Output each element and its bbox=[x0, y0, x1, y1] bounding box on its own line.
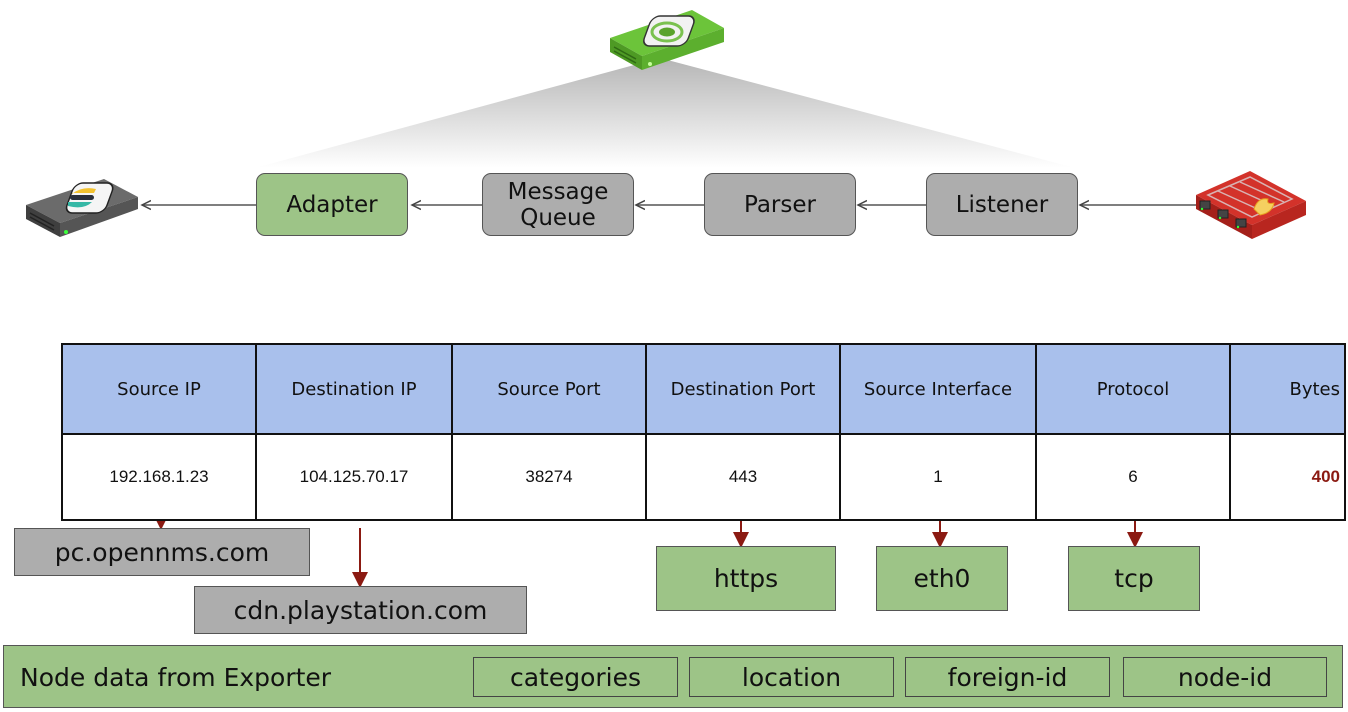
cell-source-port: 38274 bbox=[451, 433, 647, 521]
opennms-server-icon bbox=[610, 10, 724, 70]
cell-destination-port: 443 bbox=[645, 433, 841, 521]
node-field-foreign-id: foreign-id bbox=[905, 657, 1110, 697]
node-field-categories: categories bbox=[473, 657, 678, 697]
cell-source-ip: 192.168.1.23 bbox=[61, 433, 257, 521]
interface-name-label: eth0 bbox=[913, 564, 971, 593]
firewall-icon bbox=[1196, 171, 1306, 239]
stage-adapter-label: Adapter bbox=[286, 191, 378, 218]
stage-parser: Parser bbox=[704, 173, 856, 236]
header-bytes: Bytes bbox=[1229, 343, 1346, 435]
source-hostname-label: pc.opennms.com bbox=[54, 537, 270, 567]
table-header-row: Source IP Destination IP Source Port Des… bbox=[61, 343, 1346, 435]
source-hostname-tag: pc.opennms.com bbox=[14, 528, 310, 576]
service-name-tag: https bbox=[656, 546, 836, 611]
header-source-port: Source Port bbox=[451, 343, 647, 435]
destination-hostname-tag: cdn.playstation.com bbox=[194, 586, 527, 634]
protocol-name-label: tcp bbox=[1114, 564, 1154, 593]
protocol-name-tag: tcp bbox=[1068, 546, 1200, 611]
cell-source-interface: 1 bbox=[839, 433, 1037, 521]
header-destination-port: Destination Port bbox=[645, 343, 841, 435]
stage-listener: Listener bbox=[926, 173, 1078, 236]
cell-protocol: 6 bbox=[1035, 433, 1231, 521]
header-protocol: Protocol bbox=[1035, 343, 1231, 435]
node-data-title: Node data from Exporter bbox=[20, 663, 332, 692]
stage-adapter: Adapter bbox=[256, 173, 408, 236]
header-destination-ip: Destination IP bbox=[255, 343, 453, 435]
stage-listener-label: Listener bbox=[955, 191, 1049, 218]
destination-hostname-label: cdn.playstation.com bbox=[233, 595, 488, 625]
flow-record-table: Source IP Destination IP Source Port Des… bbox=[61, 343, 1346, 521]
header-source-interface: Source Interface bbox=[839, 343, 1037, 435]
table-row: 192.168.1.23 104.125.70.17 38274 443 1 6… bbox=[61, 433, 1346, 521]
interface-name-tag: eth0 bbox=[876, 546, 1008, 611]
stage-message-queue-label: Message Queue bbox=[507, 178, 609, 231]
node-field-node-id: node-id bbox=[1123, 657, 1327, 697]
elasticsearch-server-icon bbox=[26, 179, 138, 237]
node-field-location: location bbox=[689, 657, 894, 697]
cell-destination-ip: 104.125.70.17 bbox=[255, 433, 453, 521]
header-source-ip: Source IP bbox=[61, 343, 257, 435]
stage-message-queue: Message Queue bbox=[482, 173, 634, 236]
node-data-bar: Node data from Exporter categories locat… bbox=[3, 645, 1343, 708]
cell-bytes: 400 bbox=[1229, 433, 1346, 521]
service-name-label: https bbox=[713, 564, 779, 593]
stage-parser-label: Parser bbox=[744, 191, 816, 218]
